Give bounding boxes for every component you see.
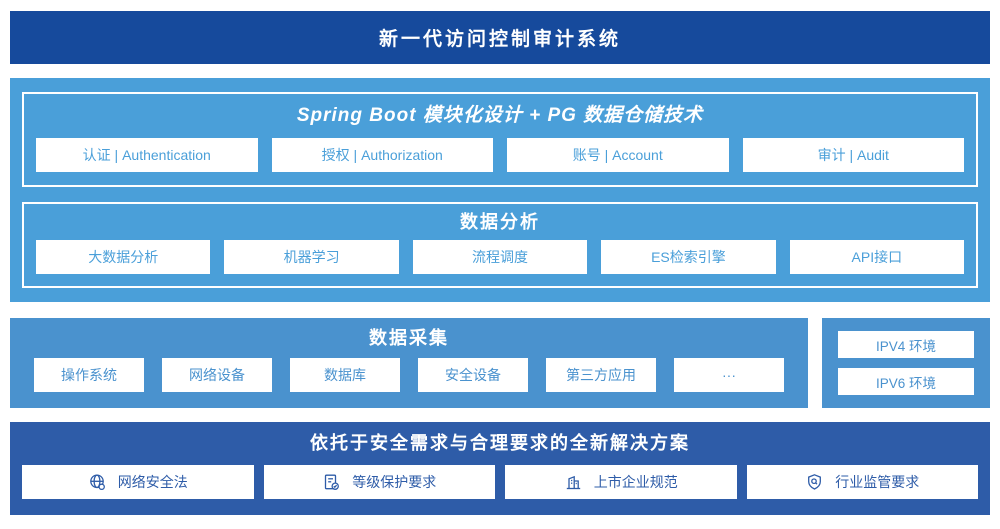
solution-item-label: 上市企业规范 [593,474,678,490]
analysis-api: API接口 [789,240,965,274]
collection-more: ··· [674,358,784,392]
title-banner: 新一代访问控制审计系统 [10,11,990,64]
analysis-workflow: 流程调度 [412,240,588,274]
solution-row: 网络安全法 等级保护要求 [22,465,978,499]
analysis-box: 数据分析 大数据分析 机器学习 流程调度 ES检索引擎 API接口 [22,202,978,288]
building-icon [564,473,583,492]
page-title: 新一代访问控制审计系统 [378,29,621,50]
solution-section: 依托于安全需求与合理要求的全新解决方案 网络安全法 [10,422,990,515]
environment-section: IPV4 环境 IPV6 环境 [822,318,990,408]
analysis-row: 大数据分析 机器学习 流程调度 ES检索引擎 API接口 [36,240,965,274]
collection-row: 操作系统 网络设备 数据库 安全设备 第三方应用 ··· [34,358,784,392]
module-audit: 审计 | Audit [742,138,964,172]
solution-item-label: 等级保护要求 [352,474,437,490]
analysis-title: 数据分析 [460,212,540,232]
modules-box: Spring Boot 模块化设计 + PG 数据仓储技术 认证 | Authe… [22,92,978,187]
env-ipv4: IPV4 环境 [838,331,974,358]
platform-section: Spring Boot 模块化设计 + PG 数据仓储技术 认证 | Authe… [10,78,990,302]
solution-classified-protection: 等级保护要求 [263,465,495,499]
analysis-es-search: ES检索引擎 [601,240,776,274]
globe-icon [88,473,107,492]
analysis-machine-learning: 机器学习 [224,240,399,274]
module-account: 账号 | Account [507,138,729,172]
document-check-icon [322,473,341,492]
solution-title: 依托于安全需求与合理要求的全新解决方案 [310,433,690,453]
collection-network-device: 网络设备 [162,358,272,392]
collection-title: 数据采集 [369,328,449,348]
solution-industry-regulation: 行业监管要求 [746,465,978,499]
modules-row: 认证 | Authentication 授权 | Authorization 账… [36,138,964,172]
module-authorization: 授权 | Authorization [271,138,493,172]
collection-database: 数据库 [290,358,400,392]
solution-item-label: 网络安全法 [117,474,188,490]
solution-listed-company-standard: 上市企业规范 [505,465,737,499]
solution-network-security-law: 网络安全法 [22,465,254,499]
shield-search-icon [805,473,824,492]
modules-title: Spring Boot 模块化设计 + PG 数据仓储技术 [296,105,704,126]
collection-thirdparty-app: 第三方应用 [546,358,656,392]
collection-os: 操作系统 [34,358,144,392]
solution-item-label: 行业监管要求 [835,474,920,490]
module-authentication: 认证 | Authentication [36,138,258,172]
env-ipv6: IPV6 环境 [838,368,974,395]
collection-security-device: 安全设备 [418,358,528,392]
collection-section: 数据采集 操作系统 网络设备 数据库 安全设备 第三方应用 ··· [10,318,808,408]
analysis-bigdata: 大数据分析 [36,240,211,274]
